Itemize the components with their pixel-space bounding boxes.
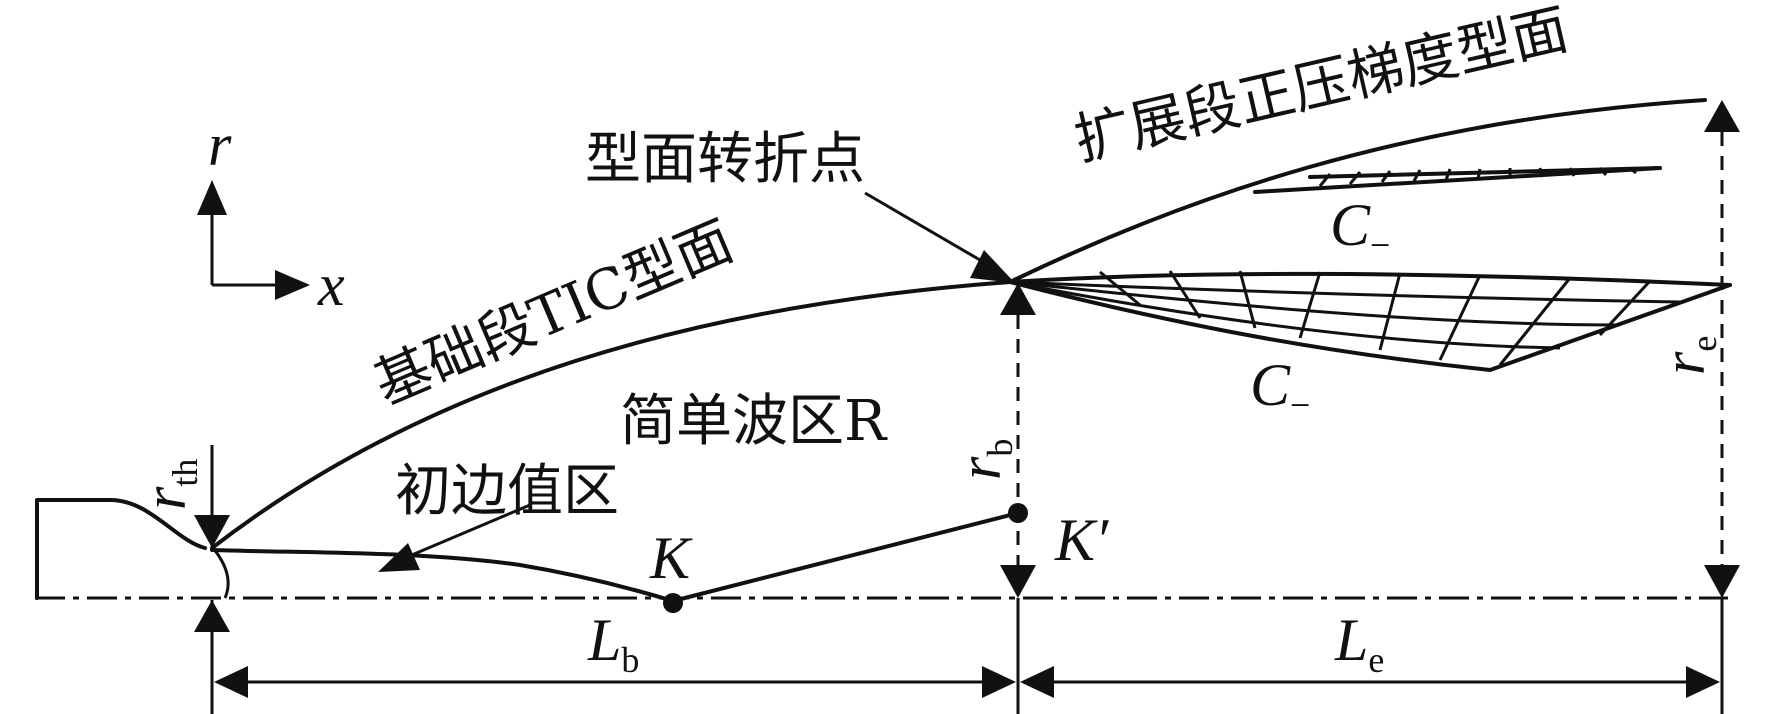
throat-arc — [211, 547, 230, 599]
r-axis-label: r — [208, 112, 232, 178]
l-e-label: Le — [1334, 607, 1384, 680]
r-e-label: re — [1651, 336, 1724, 375]
inlet-contour — [35, 498, 207, 600]
characteristic-kk-prime — [671, 511, 1020, 603]
l-b-dimension — [214, 666, 1016, 698]
x-axis-label: x — [317, 252, 345, 318]
r-b-dimension — [1000, 283, 1036, 714]
c-minus-lower-label: C− — [1250, 352, 1310, 425]
turning-point-arrowhead — [970, 250, 1015, 283]
base-contour-label: 基础段TIC型面 — [365, 209, 742, 418]
upper-characteristic-mesh — [1253, 166, 1662, 194]
initial-value-line — [210, 548, 675, 603]
extension-contour — [1008, 98, 1707, 284]
extension-contour-label: 扩展段正压梯度型面 — [1069, 0, 1575, 174]
r-th-label: rth — [132, 459, 205, 510]
point-k-prime-label: K′ — [1054, 507, 1109, 573]
l-b-label: Lb — [587, 607, 639, 680]
l-e-dimension — [1020, 666, 1720, 698]
r-e-dimension — [1704, 100, 1740, 714]
turning-point-pointer — [864, 191, 993, 269]
point-k-label: K — [649, 525, 693, 591]
r-b-label: rb — [947, 439, 1020, 480]
initial-value-region-label: 初边值区 — [395, 459, 619, 524]
initial-value-arrowhead — [378, 543, 420, 572]
r-th-dimension — [194, 445, 230, 714]
turning-point-label: 型面转折点 — [585, 127, 865, 192]
coordinate-axes-icon — [197, 180, 310, 300]
lower-characteristic-mesh — [1008, 270, 1732, 372]
base-tic-contour — [210, 280, 1012, 550]
point-k-marker — [663, 593, 683, 613]
simple-wave-region-label: 简单波区R — [620, 389, 888, 454]
initial-value-pointer — [399, 503, 531, 562]
c-minus-upper-label: C− — [1330, 192, 1390, 265]
